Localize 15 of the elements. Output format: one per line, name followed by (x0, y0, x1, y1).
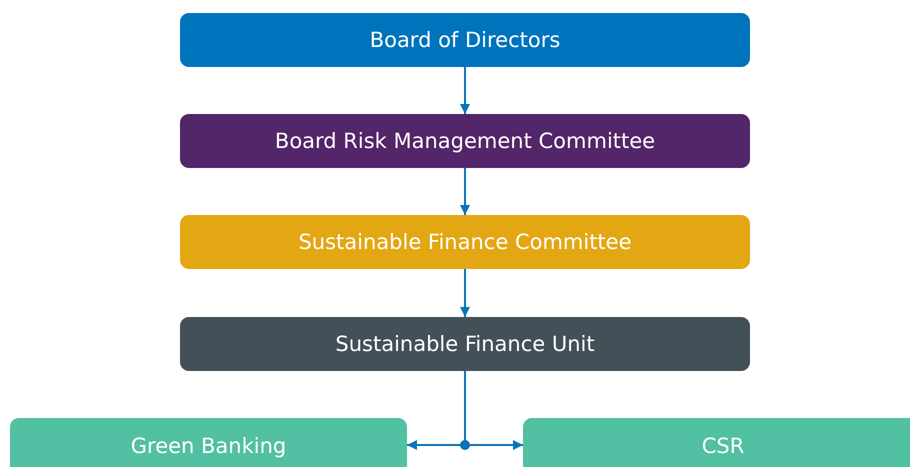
org-box (180, 215, 750, 269)
org-box (10, 418, 407, 467)
box-label: Board of Directors (370, 28, 560, 52)
org-box (180, 317, 750, 371)
box-label: CSR (702, 434, 744, 458)
arrow (460, 67, 470, 114)
box-label: Board Risk Management Committee (274, 129, 656, 153)
box-label: Green Banking (130, 434, 286, 458)
org-box (523, 418, 910, 467)
box-label: Sustainable Finance Unit (335, 332, 595, 356)
box-label: Sustainable Finance Committee (298, 230, 632, 254)
arrow (460, 269, 470, 317)
arrow (460, 168, 470, 215)
org-box (180, 13, 750, 67)
org-box (180, 114, 750, 168)
